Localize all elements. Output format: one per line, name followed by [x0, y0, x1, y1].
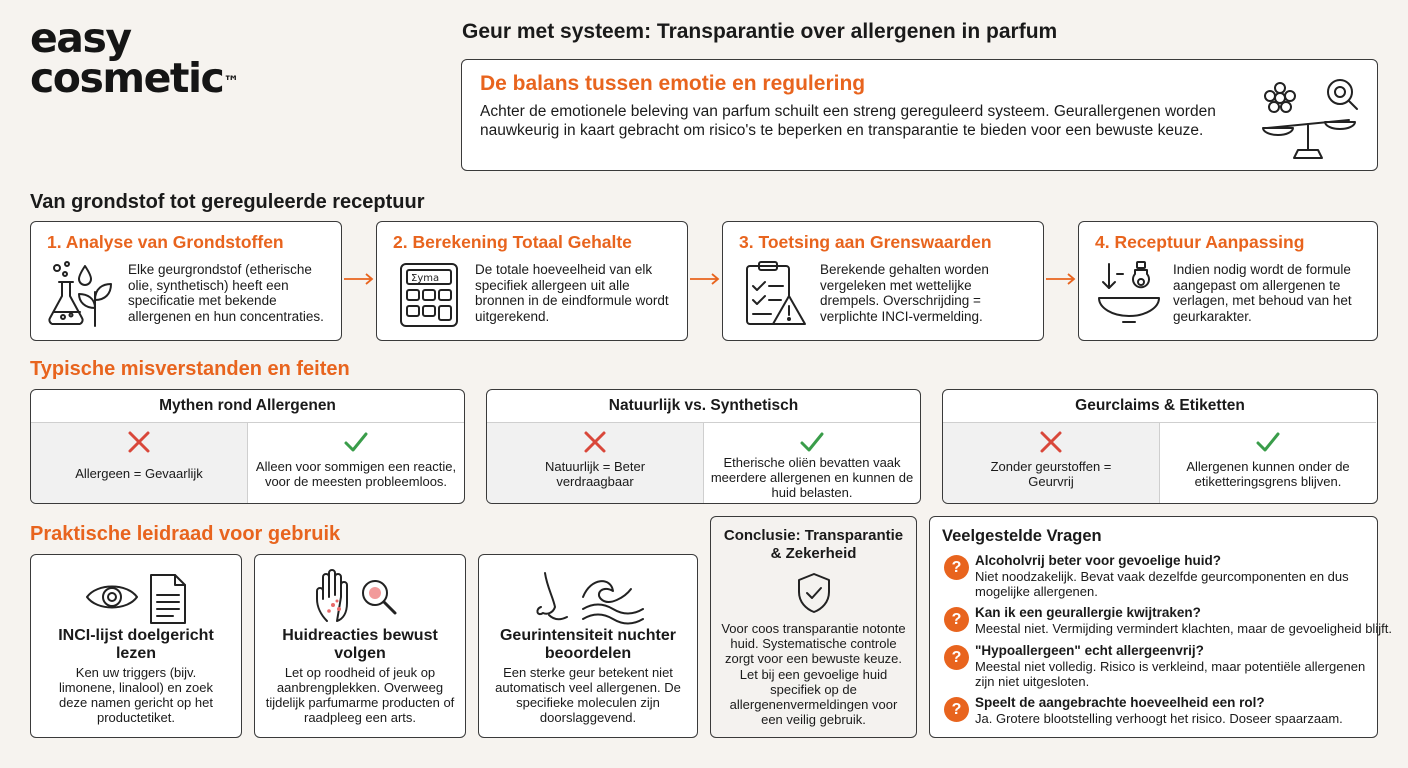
check-icon — [800, 432, 824, 452]
myth-text: Allergeen = Gevaarlijk — [75, 466, 203, 481]
faq-answer: Ja. Grotere blootstelling verhoogt het r… — [975, 711, 1343, 726]
process-step-1: 1. Analyse van Grondstoffen Elke geurgro… — [30, 221, 342, 341]
step-text: Elke geurgrondstof (etherische olie, syn… — [128, 262, 324, 324]
arrow-right-icon — [690, 273, 720, 285]
process-step-3: 3. Toetsing aan Grenswaarden Berekende g… — [722, 221, 1044, 341]
guide-card-3: Geurintensiteit nuchter beoordelen Een s… — [478, 554, 698, 738]
fact-text: Etherische oliën bevatten vaak meerdere … — [710, 455, 914, 500]
myth-card-1: Mythen rond Allergenen Allergeen = Gevaa… — [30, 389, 465, 504]
guide-text: Let op roodheid of jeuk op aanbrengplekk… — [265, 665, 455, 725]
mixing-bowl-icon — [1098, 261, 1160, 323]
myth-text: Zonder geurstoffen = Geurvrij — [990, 459, 1112, 489]
process-section-title: Van grondstof tot gereguleerde receptuur — [30, 191, 425, 213]
faq-question: Alcoholvrij beter voor gevoelige huid? — [975, 553, 1222, 568]
step-title: 3. Toetsing aan Grenswaarden — [739, 232, 992, 252]
faq-card: Veelgestelde Vragen ? Alcoholvrij beter … — [929, 516, 1392, 738]
conclusion-card: Conclusie: Transparantie & Zekerheid Voo… — [710, 516, 917, 738]
step-text: Indien nodig wordt de formule aangepast … — [1173, 262, 1352, 324]
conclusion-text: Voor coos transparantie notonte huid. Sy… — [721, 621, 906, 728]
step-title: 2. Berekening Totaal Gehalte — [393, 232, 632, 252]
question-mark-icon: ? — [944, 607, 969, 632]
logo-line-1: easy — [30, 14, 132, 62]
myths-section-title: Typische misverstanden en feiten — [30, 358, 350, 380]
check-icon — [344, 432, 368, 452]
logo-line-2: cosmetic — [30, 54, 225, 102]
faq-question: Speelt de aangebrachte hoeveelheid een r… — [975, 695, 1265, 710]
fact-panel: Alleen voor sommigen een reactie, voor d… — [248, 422, 464, 503]
conclusion-title: Conclusie: Transparantie & Zekerheid — [723, 527, 904, 562]
flask-leaf-icon — [48, 261, 112, 327]
myth-panel: Zonder geurstoffen = Geurvrij — [943, 422, 1160, 503]
fact-panel: Etherische oliën bevatten vaak meerdere … — [704, 422, 920, 503]
check-icon — [1256, 432, 1280, 452]
calculator-icon: Σyma — [400, 263, 458, 327]
cross-icon — [128, 431, 150, 453]
step-text: De totale hoeveelheid van elk specifiek … — [475, 262, 669, 324]
faq-question: Kan ik een geurallergie kwijtraken? — [975, 605, 1201, 620]
intro-body: Achter de emotionele beleving van parfum… — [480, 103, 1216, 139]
myth-text: Natuurlijk = Beter verdraagbaar — [544, 459, 646, 489]
cross-icon — [1040, 431, 1062, 453]
myth-panel: Allergeen = Gevaarlijk — [31, 422, 248, 503]
guide-title: Geurintensiteit nuchter beoordelen — [499, 627, 677, 662]
arrow-right-icon — [1046, 273, 1076, 285]
cross-icon — [584, 431, 606, 453]
nose-wave-icon — [536, 572, 644, 625]
intro-title: De balans tussen emotie en regulering — [480, 72, 866, 95]
brand-logo: easy cosmetic™ — [30, 14, 240, 99]
myth-card-heading: Natuurlijk vs. Synthetisch — [608, 397, 799, 414]
myth-card-2: Natuurlijk vs. Synthetisch Natuurlijk = … — [486, 389, 921, 504]
question-mark-icon: ? — [944, 555, 969, 580]
page-title: Geur met systeem: Transparantie over all… — [462, 20, 1058, 43]
fact-text: Alleen voor sommigen een reactie, voor d… — [255, 459, 457, 489]
myth-card-3: Geurclaims & Etiketten Zonder geurstoffe… — [942, 389, 1378, 504]
guide-title: INCI-lijst doelgericht lezen — [58, 627, 214, 662]
faq-answer: Meestal niet. Vermijding vermindert klac… — [975, 621, 1392, 636]
svg-text:Σyma: Σyma — [411, 273, 439, 284]
checklist-warning-icon — [746, 261, 806, 325]
logo-trademark: ™ — [223, 72, 240, 91]
logo-line-2-wrap: cosmetic™ — [30, 58, 240, 99]
arrow-right-icon — [344, 273, 374, 285]
question-mark-icon: ? — [944, 645, 969, 670]
fact-panel: Allergenen kunnen onder de etiketterings… — [1160, 422, 1376, 503]
hand-magnifier-icon — [316, 569, 397, 622]
shield-check-icon — [798, 573, 830, 613]
intro-card: De balans tussen emotie en regulering Ac… — [461, 59, 1378, 171]
faq-question: "Hypoallergeen" echt allergeenvrij? — [975, 643, 1204, 658]
faq-answer: Niet noodzakelijk. Bevat vaak dezelfde g… — [975, 569, 1349, 599]
guide-text: Een sterke geur betekent niet automatisc… — [495, 665, 681, 725]
guide-title: Huidreacties bewust volgen — [282, 627, 438, 662]
step-title: 4. Receptuur Aanpassing — [1095, 232, 1305, 252]
myth-card-heading: Mythen rond Allergenen — [159, 397, 336, 414]
faq-title: Veelgestelde Vragen — [942, 527, 1102, 545]
guide-card-2: Huidreacties bewust volgen Let op roodhe… — [254, 554, 466, 738]
step-title: 1. Analyse van Grondstoffen — [47, 232, 284, 252]
step-text: Berekende gehalten worden vergeleken met… — [820, 262, 989, 324]
guide-text: Ken uw triggers (bijv. limonene, linaloo… — [59, 665, 213, 725]
guide-section-title: Praktische leidraad voor gebruik — [30, 523, 341, 545]
faq-answer: Meestal niet volledig. Risico is verklei… — [975, 659, 1366, 689]
myth-card-heading: Geurclaims & Etiketten — [1075, 397, 1245, 414]
fact-text: Allergenen kunnen onder de etiketterings… — [1186, 459, 1350, 489]
question-mark-icon: ? — [944, 697, 969, 722]
balance-scale-icon — [1262, 79, 1358, 159]
myth-panel: Natuurlijk = Beter verdraagbaar — [487, 422, 704, 503]
process-step-2: 2. Berekening Totaal Gehalte Σyma De tot… — [376, 221, 688, 341]
guide-card-1: INCI-lijst doelgericht lezen Ken uw trig… — [30, 554, 242, 738]
eye-document-icon — [86, 574, 186, 624]
process-step-4: 4. Receptuur Aanpassing Indien nodig wor… — [1078, 221, 1378, 341]
